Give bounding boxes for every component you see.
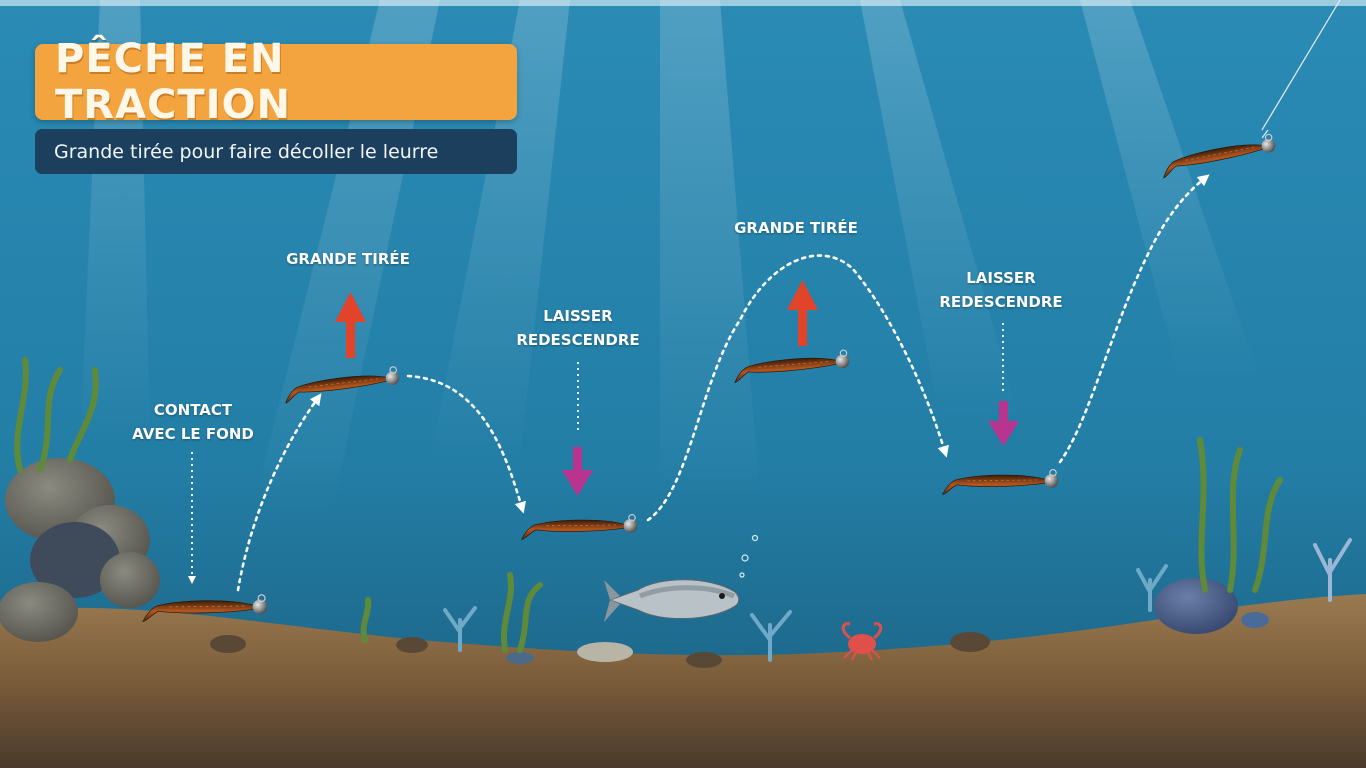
label-drop-1-line1: LAISSER (543, 307, 613, 325)
title-banner: PÊCHE EN TRACTION (35, 36, 517, 128)
drop-arrow-1 (562, 447, 593, 496)
fishing-line-tip (1261, 129, 1269, 139)
label-drop-1: LAISSER REDESCENDRE (503, 304, 653, 352)
label-drop-2-line1: LAISSER (966, 269, 1036, 287)
label-pull-1-text: GRANDE TIRÉE (286, 250, 410, 268)
label-contact-line1: CONTACT (153, 401, 233, 419)
pull-arrow-2 (787, 280, 818, 346)
fish-icon (604, 579, 740, 622)
fishing-line (1261, 0, 1341, 131)
label-pull-2-text: GRANDE TIRÉE (734, 219, 858, 237)
crab-icon (841, 622, 883, 661)
coral-icon (443, 538, 1352, 662)
lure-trajectory (236, 174, 1210, 592)
label-contact: CONTACT AVEC LE FOND (118, 398, 268, 446)
pebbles (210, 612, 1269, 668)
seabed (0, 594, 1366, 768)
label-pull-1: GRANDE TIRÉE (268, 247, 428, 271)
page-subtitle: Grande tirée pour faire décoller le leur… (54, 140, 439, 163)
rock-icon (1154, 578, 1238, 634)
label-drop-1-line2: REDESCENDRE (516, 331, 640, 349)
rock-icon (0, 458, 160, 642)
label-drop-2-line2: REDESCENDRE (939, 293, 1063, 311)
drop-arrow-2 (988, 401, 1019, 446)
label-contact-line2: AVEC LE FOND (132, 425, 254, 443)
subtitle-banner: Grande tirée pour faire décoller le leur… (35, 129, 517, 174)
label-drop-2: LAISSER REDESCENDRE (926, 266, 1076, 314)
label-pull-2: GRANDE TIRÉE (716, 216, 876, 240)
seaweed-icon (14, 357, 1283, 653)
bubbles (739, 534, 759, 578)
pull-arrow-1 (335, 292, 366, 358)
page-title: PÊCHE EN TRACTION (55, 36, 292, 128)
